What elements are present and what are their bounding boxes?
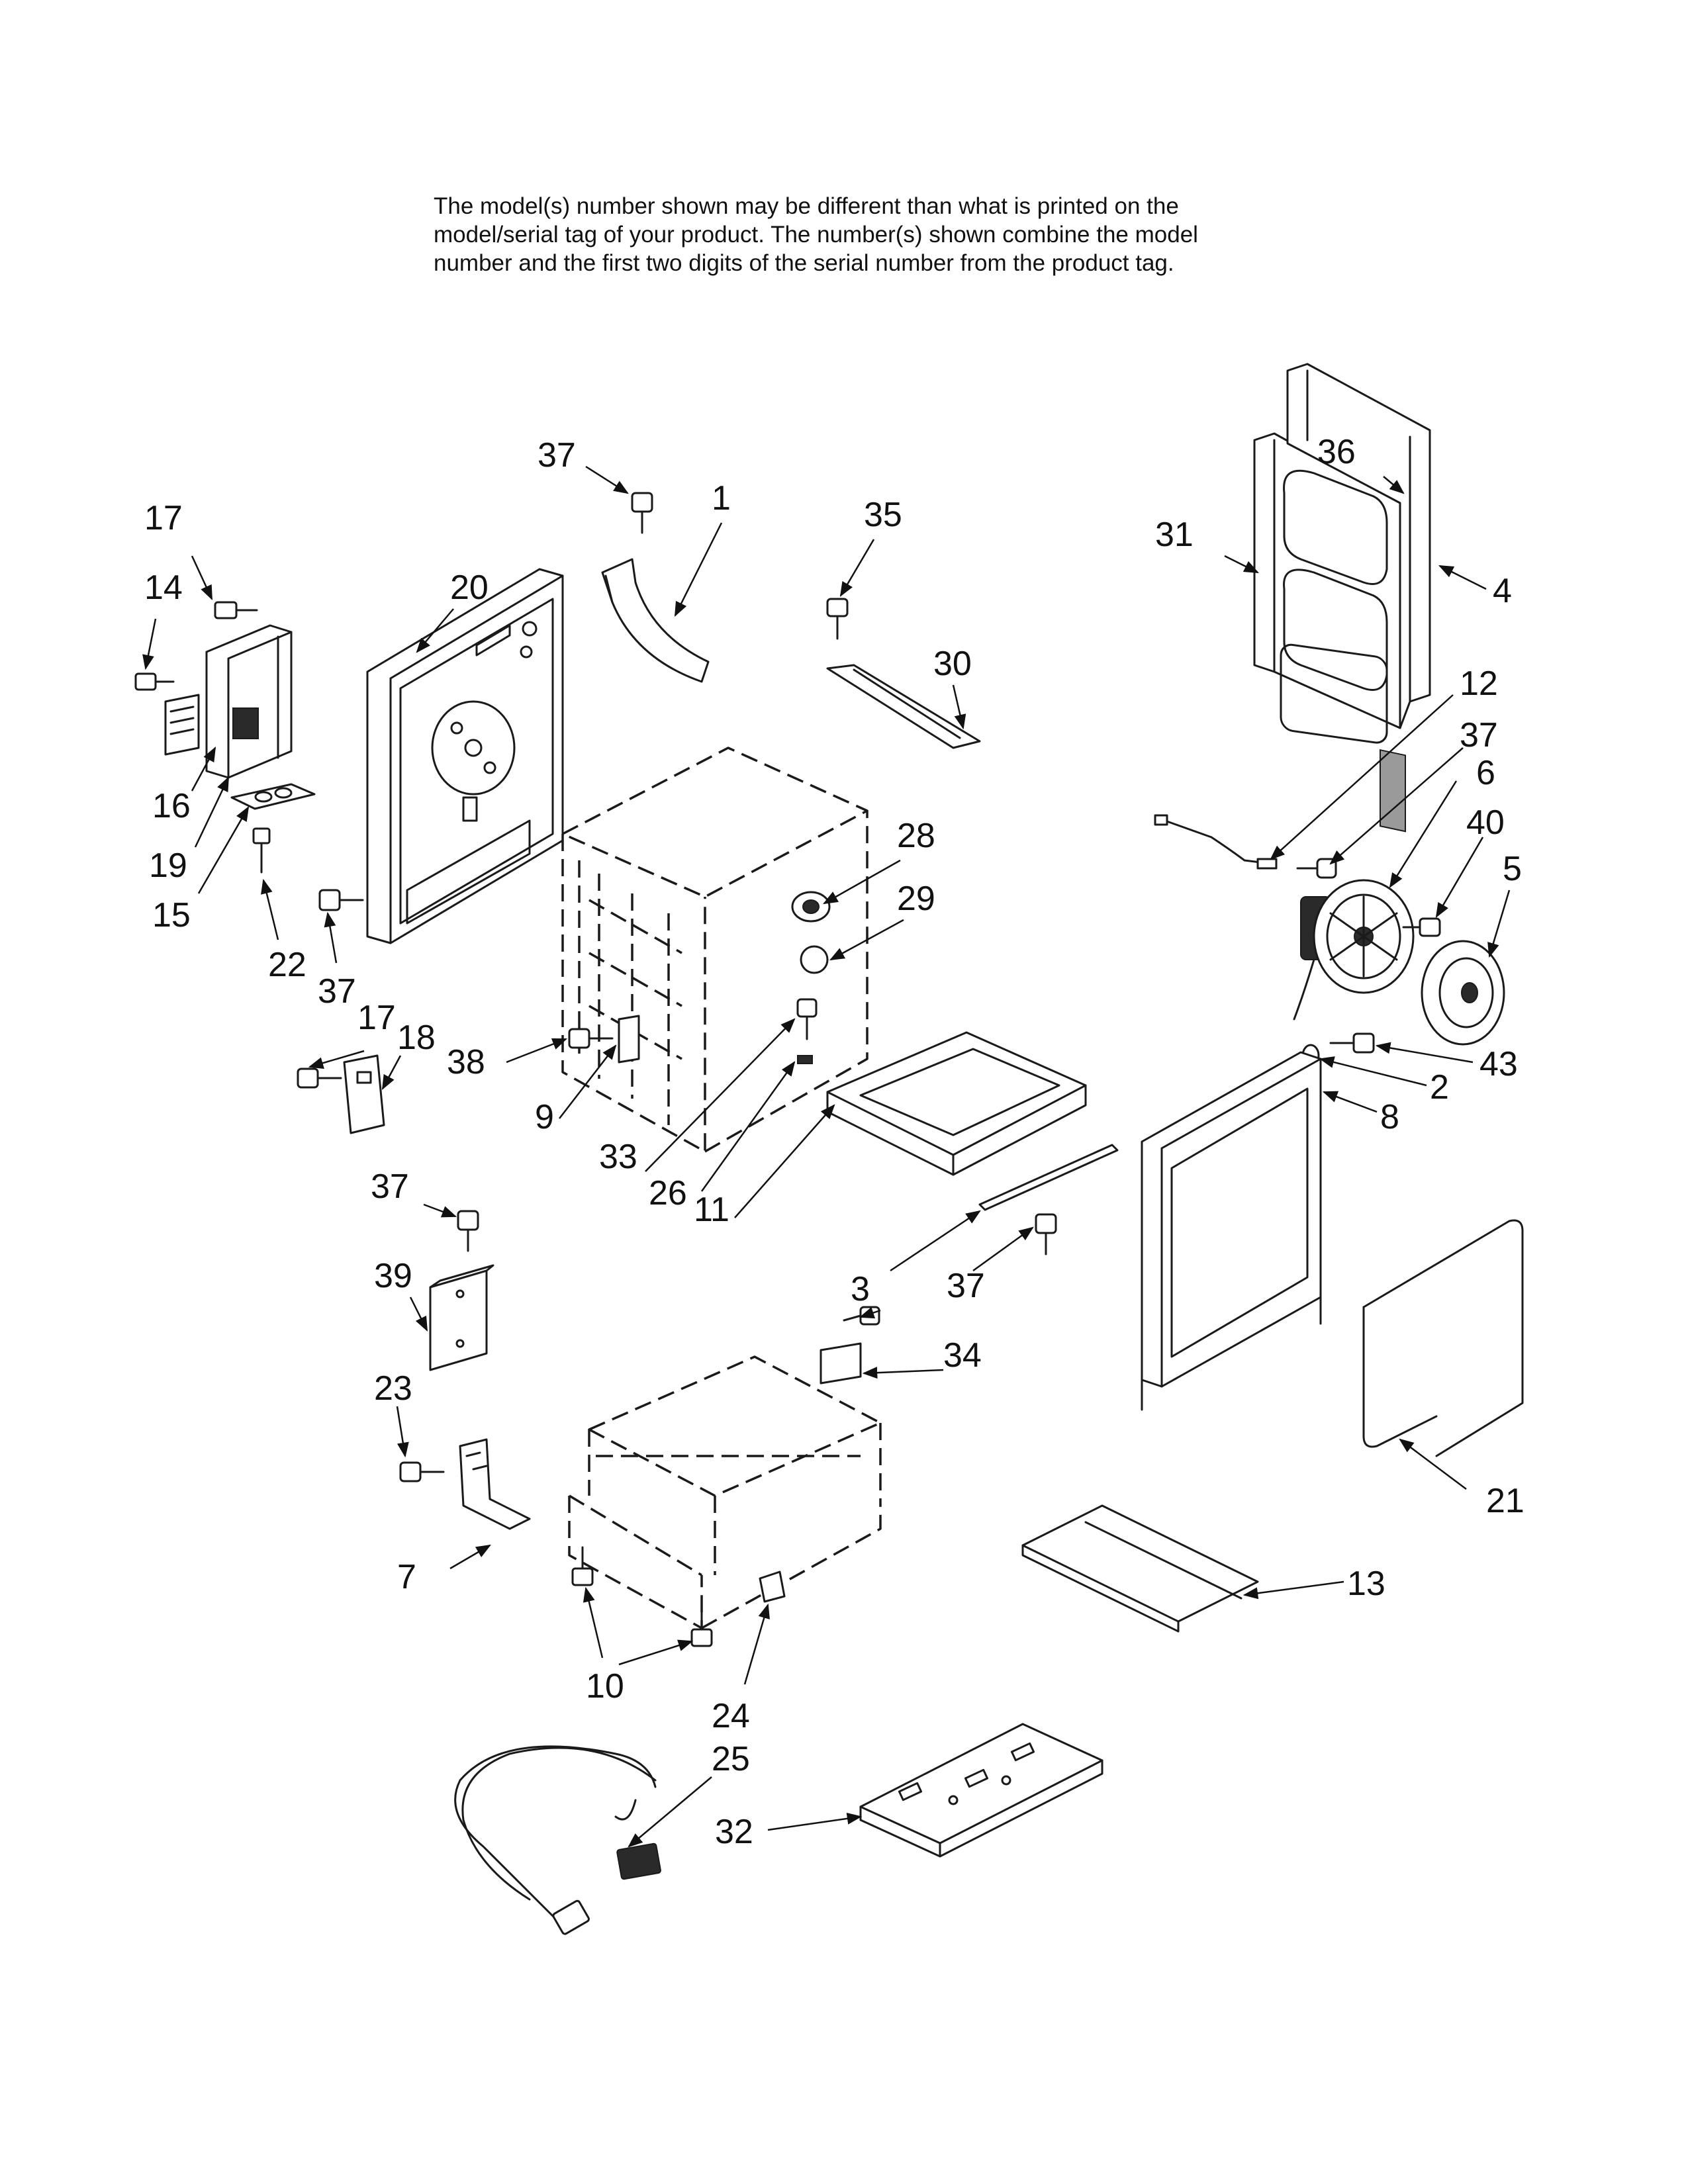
- part-28-sensor: [791, 891, 831, 923]
- callout-35: 35: [864, 496, 902, 534]
- callout-30: 30: [933, 645, 972, 683]
- callout-37-mid: 37: [947, 1267, 985, 1305]
- part-6-fan-motor: [1293, 879, 1415, 1021]
- part-5-fan-blade: [1421, 940, 1505, 1046]
- part-9-latch: [618, 1015, 640, 1064]
- callout-labels: 37 1 35 30 31 36 4 12 37 6 40 5 43 2 8 2…: [144, 433, 1524, 1851]
- part-37-screw-top: [631, 492, 653, 534]
- part-11-frame: [826, 1031, 1087, 1176]
- part-3-rail: [978, 1144, 1119, 1211]
- callout-43: 43: [1479, 1045, 1518, 1083]
- callout-36: 36: [1317, 433, 1356, 471]
- part-1-vent-duct: [601, 558, 710, 683]
- callout-1: 1: [712, 479, 731, 518]
- notice-line-2: model/serial tag of your product. The nu…: [434, 222, 1198, 248]
- callout-22: 22: [268, 946, 306, 984]
- callout-14: 14: [144, 569, 183, 607]
- part-16-terminal-block: [164, 694, 200, 756]
- callout-29: 29: [897, 880, 935, 918]
- part-22-screw: [252, 827, 271, 874]
- callout-19: 19: [149, 846, 187, 885]
- callout-15: 15: [152, 896, 191, 934]
- callout-32: 32: [715, 1813, 753, 1851]
- part-17-screw-lower: [297, 1068, 342, 1089]
- callout-31: 31: [1155, 516, 1194, 554]
- callout-25: 25: [712, 1740, 750, 1778]
- part-34-trim: [820, 1342, 862, 1385]
- callout-24: 24: [712, 1697, 750, 1735]
- part-8-front-frame: [1141, 1051, 1322, 1411]
- callout-37-bracket: 37: [371, 1167, 409, 1206]
- callout-13: 13: [1347, 1565, 1385, 1603]
- oven-cavity-outline: [561, 747, 868, 1153]
- part-13-drawer-bottom: [1021, 1504, 1259, 1633]
- part-37-screw-rear: [318, 889, 364, 911]
- callout-20: 20: [450, 569, 489, 607]
- part-29-light: [800, 945, 829, 974]
- callout-34: 34: [943, 1336, 982, 1375]
- callout-37-left: 37: [318, 972, 356, 1011]
- callout-33: 33: [599, 1138, 637, 1176]
- callout-9: 9: [535, 1098, 554, 1136]
- callout-26: 26: [649, 1174, 687, 1212]
- part-10-leveling-leg-right: [690, 1607, 713, 1647]
- part-38-screw: [568, 1028, 614, 1049]
- leader-lines: [142, 465, 1511, 1848]
- part-24-clip: [759, 1570, 786, 1603]
- part-21-door-gasket: [1362, 1219, 1524, 1457]
- part-14-screw: [134, 672, 175, 691]
- callout-6: 6: [1476, 754, 1495, 792]
- part-35-screw: [826, 598, 849, 640]
- part-7-anti-tip-bracket: [459, 1438, 531, 1530]
- part-40-screw: [1402, 917, 1441, 937]
- part-39-bracket: [429, 1264, 494, 1371]
- part-33-screw: [796, 998, 818, 1040]
- part-25-power-cord: [454, 1745, 661, 1935]
- part-30-bracket: [826, 664, 981, 749]
- part-12-wire: [1154, 814, 1278, 870]
- callout-10: 10: [586, 1667, 624, 1706]
- callout-28: 28: [897, 817, 935, 855]
- callout-39: 39: [374, 1257, 412, 1295]
- callout-37-top: 37: [538, 436, 576, 475]
- part-10-leveling-leg-left: [571, 1546, 594, 1586]
- part-15-insulator-plate: [230, 783, 316, 810]
- callout-17-top: 17: [144, 499, 183, 537]
- part-37-screw-rail: [1035, 1213, 1057, 1255]
- part-18-bracket: [343, 1054, 385, 1134]
- part-19-terminal-bracket: [205, 624, 293, 779]
- callout-4: 4: [1493, 572, 1512, 610]
- part-17-screw-top: [214, 601, 258, 619]
- callout-5: 5: [1503, 850, 1522, 888]
- part-37-screw-bracket: [457, 1210, 479, 1252]
- callout-7: 7: [397, 1558, 416, 1596]
- part-4-outer-panel: [1286, 363, 1431, 833]
- callout-23: 23: [374, 1369, 412, 1408]
- part-37-screw-drawer: [843, 1306, 880, 1326]
- drawer-body-outline: [568, 1355, 882, 1629]
- callout-21: 21: [1486, 1482, 1524, 1520]
- callout-2: 2: [1430, 1068, 1449, 1107]
- callout-37-right: 37: [1460, 716, 1498, 754]
- callout-8: 8: [1380, 1098, 1399, 1136]
- callout-12: 12: [1460, 664, 1498, 703]
- part-23-screw: [399, 1461, 445, 1482]
- callout-3: 3: [851, 1270, 870, 1308]
- part-37-screw-right: [1296, 858, 1337, 879]
- notice-line-1: The model(s) number shown may be differe…: [434, 193, 1179, 219]
- part-26-clip: [797, 1055, 813, 1064]
- notice-line-3: number and the first two digits of the s…: [434, 250, 1174, 276]
- part-20-rear-panel: [366, 568, 564, 944]
- callout-17-lower: 17: [357, 999, 396, 1037]
- part-32-base-plate: [859, 1723, 1103, 1858]
- callout-40: 40: [1466, 803, 1505, 842]
- part-43-screw: [1329, 1032, 1375, 1054]
- callout-16: 16: [152, 787, 191, 825]
- callout-18: 18: [397, 1019, 436, 1057]
- callout-38: 38: [447, 1043, 485, 1081]
- model-number-notice: The model(s) number shown may be differe…: [434, 192, 1360, 277]
- callout-11: 11: [694, 1191, 729, 1229]
